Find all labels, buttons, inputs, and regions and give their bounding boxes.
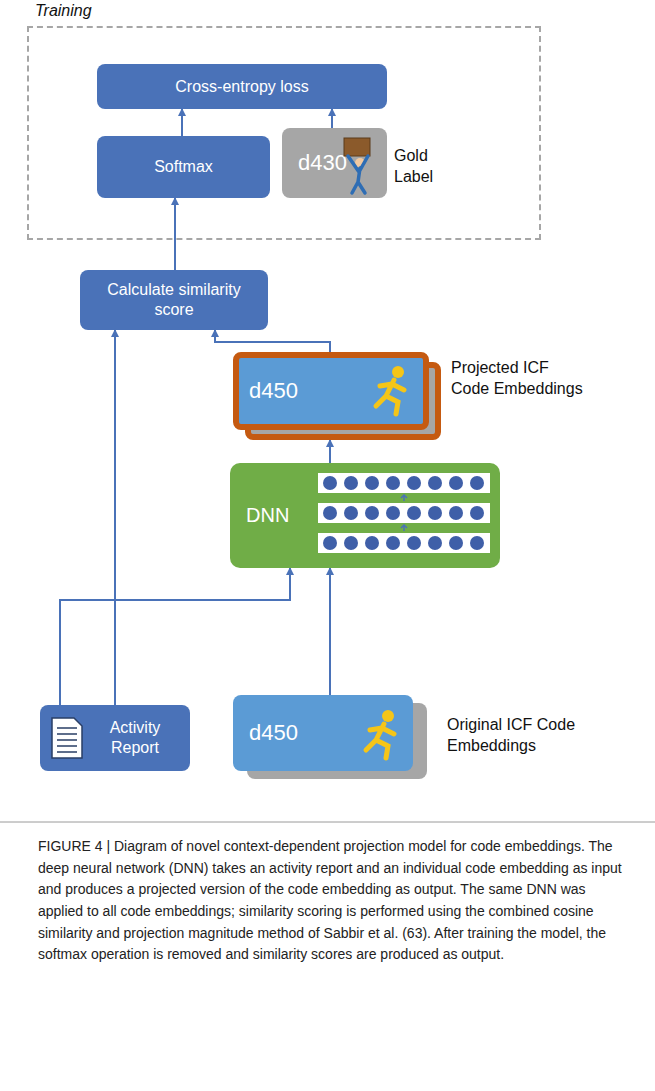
- neuron: [470, 506, 484, 520]
- neuron: [449, 476, 463, 490]
- caption-divider: [0, 822, 655, 823]
- running-figure-icon: [366, 710, 394, 758]
- connector-arrow: [181, 109, 183, 136]
- neuron: [323, 506, 337, 520]
- neuron: [428, 536, 442, 550]
- layer-arrow: [401, 525, 407, 531]
- process-box: Cross-entropy loss: [97, 64, 387, 109]
- code-embedding-card: d430Gold Label: [282, 128, 387, 198]
- neuron: [428, 506, 442, 520]
- neuron: [344, 506, 358, 520]
- side-label: Original ICF Code Embeddings: [447, 715, 607, 757]
- neuron-layer: [318, 533, 490, 553]
- layer-arrow: [401, 495, 407, 501]
- neuron: [407, 476, 421, 490]
- neuron: [365, 536, 379, 550]
- running-figure-icon: [376, 366, 404, 414]
- training-region: TrainingCross-entropy lossSoftmaxd430Gol…: [27, 26, 541, 240]
- figure-caption: FIGURE 4 | Diagram of novel context-depe…: [38, 836, 622, 966]
- neuron: [428, 476, 442, 490]
- box-label: Cross-entropy loss: [175, 77, 308, 97]
- input-box: Activity Report: [40, 705, 190, 771]
- side-label: Projected ICF Code Embeddings: [451, 358, 591, 400]
- code-label: d450: [249, 352, 298, 430]
- connector-arrow: [331, 109, 333, 128]
- dnn-box: DNN: [230, 463, 500, 568]
- neuron: [323, 536, 337, 550]
- code-embedding-card: d450Original ICF Code Embeddings: [233, 695, 413, 771]
- neuron: [470, 476, 484, 490]
- neuron: [365, 506, 379, 520]
- neuron: [470, 536, 484, 550]
- neuron: [407, 506, 421, 520]
- neuron: [386, 476, 400, 490]
- neuron: [449, 506, 463, 520]
- region-title: Training: [35, 2, 92, 20]
- box-label: Activity Report: [90, 718, 180, 758]
- dnn-layers: [318, 473, 490, 553]
- neuron: [344, 536, 358, 550]
- connector-arrow: [114, 330, 116, 705]
- neuron: [449, 536, 463, 550]
- connector-arrow: [60, 568, 290, 705]
- connector-arrow: [329, 568, 331, 695]
- dnn-label: DNN: [246, 463, 289, 568]
- document-icon: [52, 718, 82, 758]
- box-label: Calculate similarity score: [90, 280, 258, 320]
- neuron: [323, 476, 337, 490]
- neuron-layer: [318, 473, 490, 493]
- process-box: Calculate similarity score: [80, 270, 268, 330]
- neuron: [407, 536, 421, 550]
- neuron: [365, 476, 379, 490]
- code-label: d450: [249, 695, 298, 771]
- code-label: d430: [298, 128, 347, 198]
- side-label: Gold Label: [394, 146, 464, 188]
- neuron: [344, 476, 358, 490]
- process-box: Softmax: [97, 136, 270, 198]
- neuron: [386, 536, 400, 550]
- connector-arrow: [215, 330, 330, 352]
- code-embedding-card: d450Projected ICF Code Embeddings: [233, 352, 429, 430]
- neuron-layer: [318, 503, 490, 523]
- box-label: Softmax: [154, 157, 213, 177]
- neuron: [386, 506, 400, 520]
- connector-arrow: [329, 440, 331, 463]
- connector-arrow: [174, 198, 176, 270]
- carrying-figure-icon: [344, 138, 370, 193]
